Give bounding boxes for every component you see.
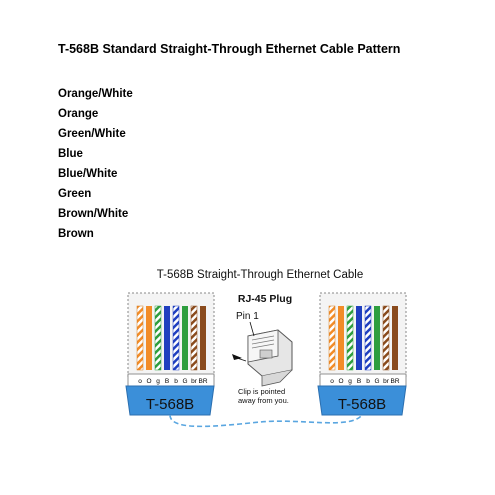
wire-orange-white [328,305,336,371]
wire-code: B [165,378,169,385]
wire-code: B [357,378,361,385]
wire-green [374,306,380,370]
wire-blue-white [172,305,180,371]
wire-color-item: Green/White [58,128,126,140]
wire-green-white [154,305,162,371]
wire-code: G [374,378,379,385]
wire-green-white [346,305,354,371]
rj45-plug-icon [247,329,293,387]
right-connector: 1 2 3 4 5 6 7 8 o O g B b G br BR T-568B [317,292,407,416]
wire-green [182,306,188,370]
connector-boot [125,385,215,416]
wire-color-list: Orange/White Orange Green/White Blue Blu… [58,84,133,244]
rj45-plug-callout: RJ-45 Plug Pin 1 Clip is pointed away fr… [232,293,293,405]
wire-code: G [182,378,187,385]
wire-color-item: Orange [58,108,99,120]
wire-code: b [174,378,178,385]
wire-code: o [330,378,334,385]
connecting-cable [169,414,363,428]
wire-code: br [383,378,390,385]
document-title: T-568B Standard Straight-Through Etherne… [58,42,401,56]
wire-code: g [156,378,160,385]
cable-diagram: T-568B Straight-Through Ethernet Cable 1… [125,269,407,428]
connector-label: T-568B [146,396,194,413]
wire-brown-white [382,305,390,371]
clip-note-line1: Clip is pointed [238,387,285,396]
wire-orange [338,306,344,370]
left-connector: 1 2 3 4 5 6 7 8 o O g B b G br BR T-568B [125,292,215,416]
wire-color-item: Orange/White [58,88,133,100]
wire-brown [392,306,398,370]
plug-title: RJ-45 Plug [238,293,292,305]
wire-color-item: Green [58,188,92,200]
diagram-title: T-568B Straight-Through Ethernet Cable [157,269,363,281]
wire-color-item: Blue [58,148,83,160]
wire-color-item: Blue/White [58,168,118,180]
wire-code: b [366,378,370,385]
wire-code: g [348,378,352,385]
wire-orange [146,306,152,370]
wire-code: O [146,378,151,385]
connector-label: T-568B [338,396,386,413]
wire-code: BR [198,378,207,385]
pin-1-arrow [249,321,255,337]
wire-brown [200,306,206,370]
wire-code: BR [390,378,399,385]
wire-color-item: Brown [58,228,94,240]
wire-blue [164,306,170,370]
pin-1-label: Pin 1 [236,311,259,322]
wire-color-item: Brown/White [58,208,129,220]
wire-code: br [191,378,198,385]
wire-blue-white [364,305,372,371]
wire-code: O [338,378,343,385]
wire-brown-white [190,305,198,371]
wire-orange-white [136,305,144,371]
wire-blue [356,306,362,370]
clip-note-line2: away from you. [238,396,289,405]
connector-boot [317,385,407,416]
wire-code: o [138,378,142,385]
